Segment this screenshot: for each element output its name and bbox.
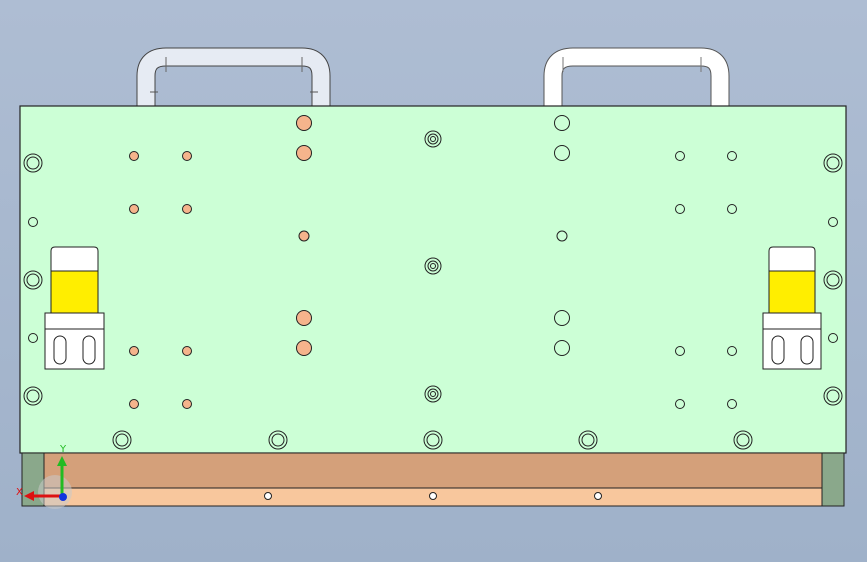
counterbore-hole[interactable] [23, 270, 43, 290]
large-hole[interactable] [554, 145, 570, 161]
small-hole[interactable] [28, 333, 38, 343]
counterbore-hole[interactable] [823, 153, 843, 173]
orange-small-hole[interactable] [298, 230, 310, 242]
counterbore-hole[interactable] [823, 386, 843, 406]
right-clamp-block[interactable] [762, 246, 822, 370]
left-handle[interactable] [136, 47, 331, 106]
axis-y-label: Y [59, 444, 67, 455]
right-side-block[interactable] [821, 452, 845, 507]
counterbore-hole[interactable] [23, 153, 43, 173]
counterbore-hole[interactable] [268, 430, 288, 450]
upper-rail[interactable] [43, 452, 823, 489]
counterbore-hole[interactable] [733, 430, 753, 450]
mold-plate[interactable] [19, 105, 847, 454]
center-pin-hole[interactable] [424, 385, 442, 403]
rail-hole[interactable] [429, 492, 437, 500]
orange-small-hole[interactable] [129, 151, 139, 161]
orange-small-hole[interactable] [129, 399, 139, 409]
counterbore-hole[interactable] [578, 430, 598, 450]
left-yellow-insert[interactable] [50, 270, 99, 315]
rail-hole[interactable] [264, 492, 272, 500]
large-hole[interactable] [554, 115, 570, 131]
small-hole[interactable] [727, 399, 737, 409]
small-hole[interactable] [675, 204, 685, 214]
center-pin-hole[interactable] [424, 257, 442, 275]
large-hole[interactable] [554, 310, 570, 326]
orange-large-hole[interactable] [296, 115, 312, 131]
axis-x-label: X [16, 487, 23, 498]
large-hole[interactable] [554, 340, 570, 356]
rail-hole[interactable] [594, 492, 602, 500]
small-hole[interactable] [828, 333, 838, 343]
orange-large-hole[interactable] [296, 340, 312, 356]
orange-large-hole[interactable] [296, 310, 312, 326]
counterbore-hole[interactable] [423, 430, 443, 450]
orange-large-hole[interactable] [296, 145, 312, 161]
counterbore-hole[interactable] [823, 270, 843, 290]
small-hole[interactable] [28, 217, 38, 227]
right-handle[interactable] [543, 47, 730, 106]
small-hole[interactable] [675, 346, 685, 356]
xyz-axis-triad-icon: Y X [16, 444, 72, 509]
small-hole[interactable] [727, 151, 737, 161]
orange-small-hole[interactable] [182, 346, 192, 356]
small-hole[interactable] [727, 346, 737, 356]
counterbore-hole[interactable] [112, 430, 132, 450]
small-hole[interactable] [727, 204, 737, 214]
small-hole[interactable] [828, 217, 838, 227]
orange-small-hole[interactable] [182, 204, 192, 214]
small-hole[interactable] [675, 151, 685, 161]
center-pin-hole[interactable] [424, 130, 442, 148]
left-clamp-block[interactable] [44, 246, 105, 370]
orange-small-hole[interactable] [182, 151, 192, 161]
small-hole[interactable] [556, 230, 568, 242]
counterbore-hole[interactable] [23, 386, 43, 406]
right-yellow-insert[interactable] [768, 270, 816, 315]
orange-small-hole[interactable] [129, 346, 139, 356]
orange-small-hole[interactable] [129, 204, 139, 214]
orange-small-hole[interactable] [182, 399, 192, 409]
small-hole[interactable] [675, 399, 685, 409]
